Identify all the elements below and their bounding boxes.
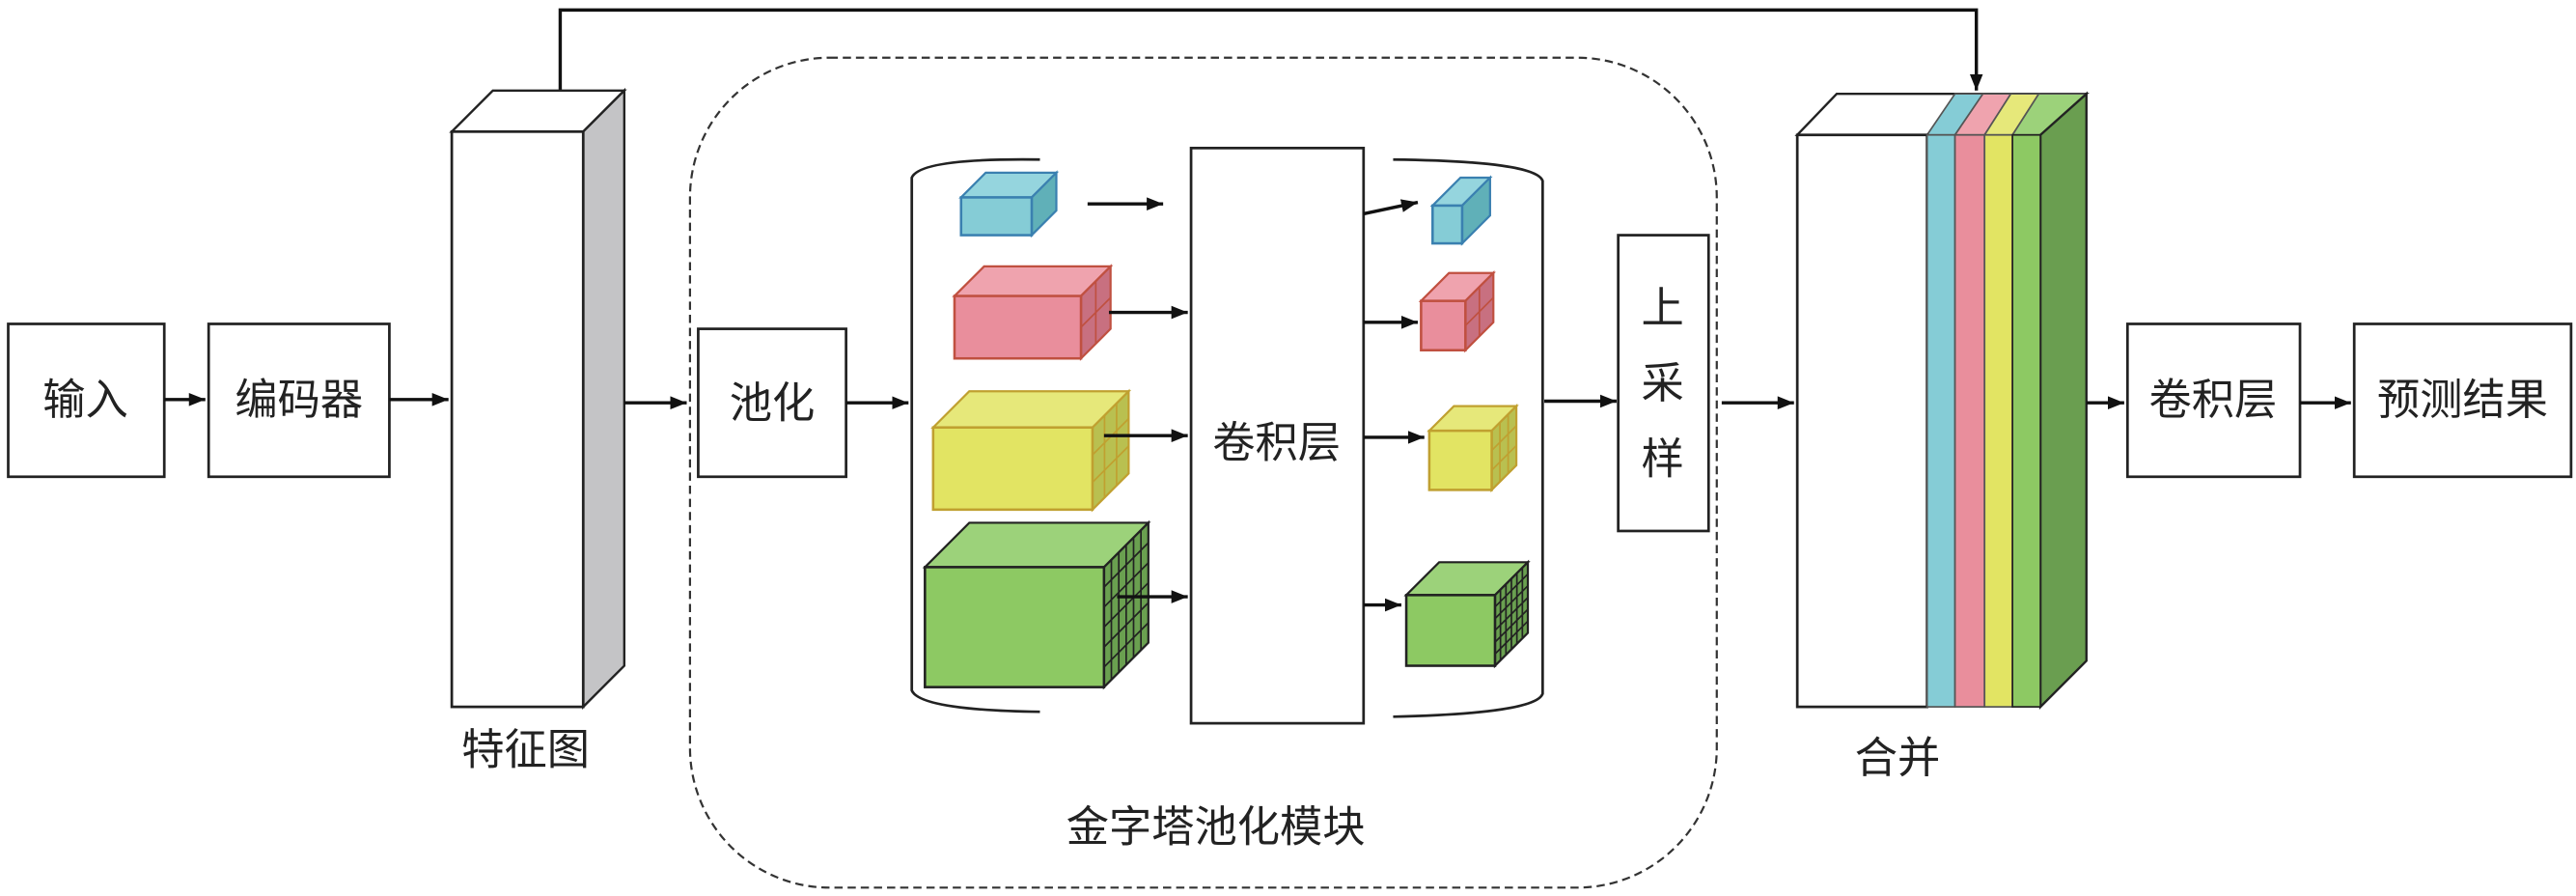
conv-layer-output-box: 卷积层 xyxy=(2125,322,2302,479)
pooled-cube-6x6 xyxy=(922,519,1151,690)
merge-slice-green xyxy=(2011,133,2041,708)
merge-label: 合并 xyxy=(1855,734,1941,783)
input-label: 输入 xyxy=(42,376,128,425)
conv-layer-inner-box: 卷积层 xyxy=(1189,146,1366,725)
skip-connection-arrow xyxy=(558,8,1983,91)
merge-slice-pink xyxy=(1953,133,1986,708)
pooling-box: 池化 xyxy=(697,327,847,479)
upsample-label-1: 上 xyxy=(1641,284,1683,333)
module-label: 金字塔池化模块 xyxy=(1066,803,1366,853)
conv-cube-6x6 xyxy=(1403,559,1531,669)
merge-slice-yellow xyxy=(1983,133,2014,708)
conv-cube-2x2 xyxy=(1418,270,1496,353)
encoder-label: 编码器 xyxy=(235,376,363,425)
conv-cube-3x3 xyxy=(1426,403,1519,493)
pooled-cube-2x2 xyxy=(952,264,1114,361)
right-bracket xyxy=(1393,157,1544,718)
left-bracket xyxy=(910,157,1040,714)
pooled-cube-1x1 xyxy=(958,170,1060,238)
upsample-box: 上 采 样 xyxy=(1617,234,1710,533)
upsample-label-3: 样 xyxy=(1641,434,1683,484)
feature-map-block: 特征图 xyxy=(449,87,627,775)
conv-layer-inner-label: 卷积层 xyxy=(1212,418,1341,467)
conv-layer-output-label: 卷积层 xyxy=(2148,376,2277,425)
prediction-label: 预测结果 xyxy=(2377,376,2548,425)
pooling-label: 池化 xyxy=(730,379,816,429)
input-box: 输入 xyxy=(7,322,166,479)
prediction-box: 预测结果 xyxy=(2352,322,2573,479)
pooled-cube-3x3 xyxy=(930,388,1132,513)
arrow-conv-cube1 xyxy=(1363,199,1419,216)
merge-slice-blue xyxy=(1925,133,1956,708)
feature-map-label: 特征图 xyxy=(461,726,590,775)
conv-cube-1x1 xyxy=(1429,175,1493,246)
upsample-label-2: 采 xyxy=(1641,359,1683,408)
pyramid-pooling-module-border xyxy=(688,56,1718,889)
merge-block: 合并 xyxy=(1794,91,2090,783)
encoder-box: 编码器 xyxy=(207,322,391,479)
